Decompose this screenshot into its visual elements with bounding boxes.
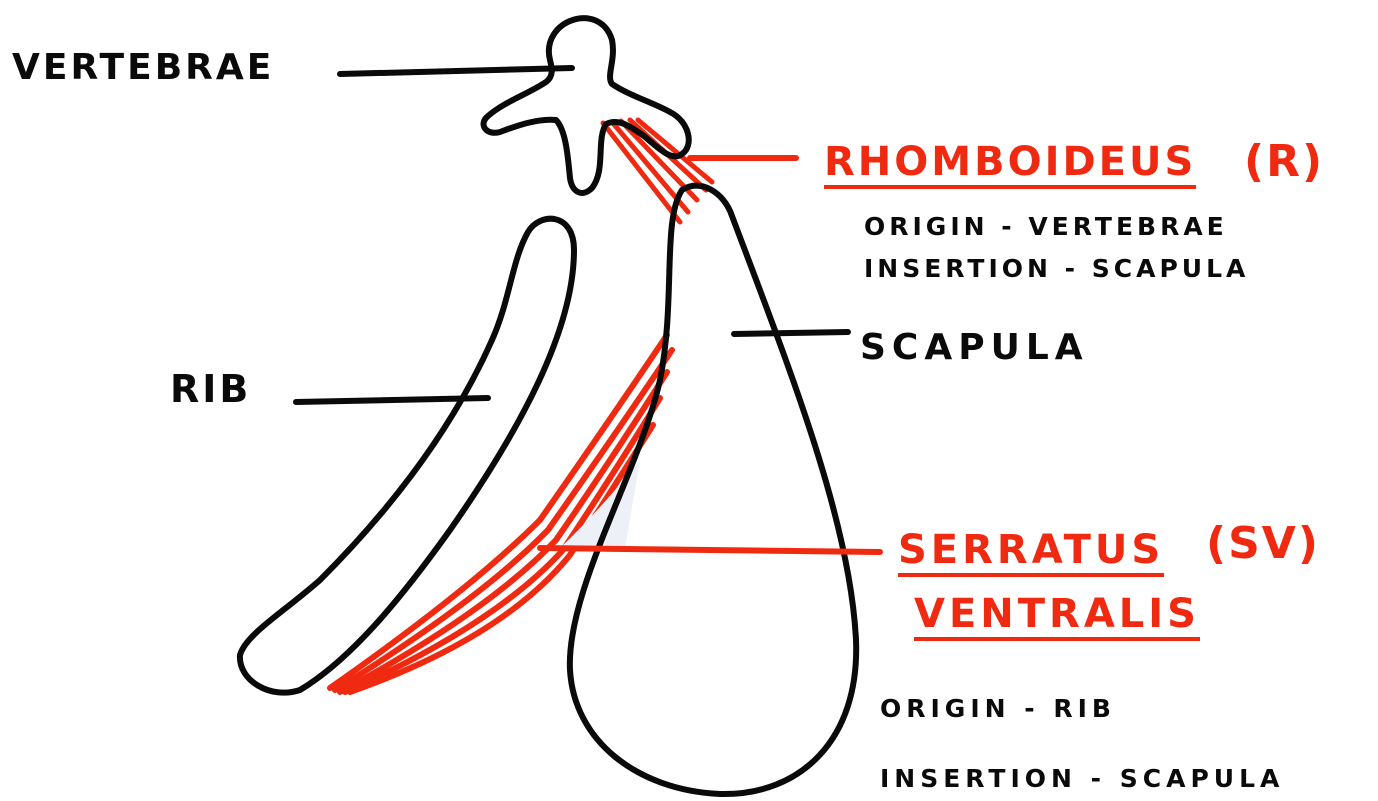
rhomboideus-origin: ORIGIN - VERTEBRAE bbox=[864, 214, 1228, 239]
leader-lines bbox=[296, 68, 880, 552]
rib-outline bbox=[240, 219, 574, 693]
rhomboideus-fibers bbox=[603, 120, 712, 222]
rhomboideus-abbr: (R) bbox=[1244, 140, 1324, 184]
scapula-label: SCAPULA bbox=[860, 330, 1089, 366]
serratus-abbr: (SV) bbox=[1206, 522, 1320, 566]
vertebra-outline bbox=[484, 18, 689, 193]
serratus-title-line1: SERRATUS bbox=[898, 530, 1164, 577]
rhomboideus-insertion: INSERTION - SCAPULA bbox=[864, 256, 1249, 281]
serratus-insertion: INSERTION - SCAPULA bbox=[880, 766, 1284, 791]
rib-label: RIB bbox=[170, 370, 251, 408]
serratus-leader bbox=[540, 548, 880, 552]
serratus-title-line2: VENTRALIS bbox=[914, 594, 1200, 641]
scapula-leader bbox=[734, 332, 848, 334]
vertebrae-leader bbox=[340, 68, 572, 74]
vertebrae-label: VERTEBRAE bbox=[12, 50, 274, 86]
rhomboideus-title: RHOMBOIDEUS bbox=[824, 142, 1196, 189]
serratus-origin: ORIGIN - RIB bbox=[880, 696, 1116, 721]
rib-leader bbox=[296, 398, 488, 402]
